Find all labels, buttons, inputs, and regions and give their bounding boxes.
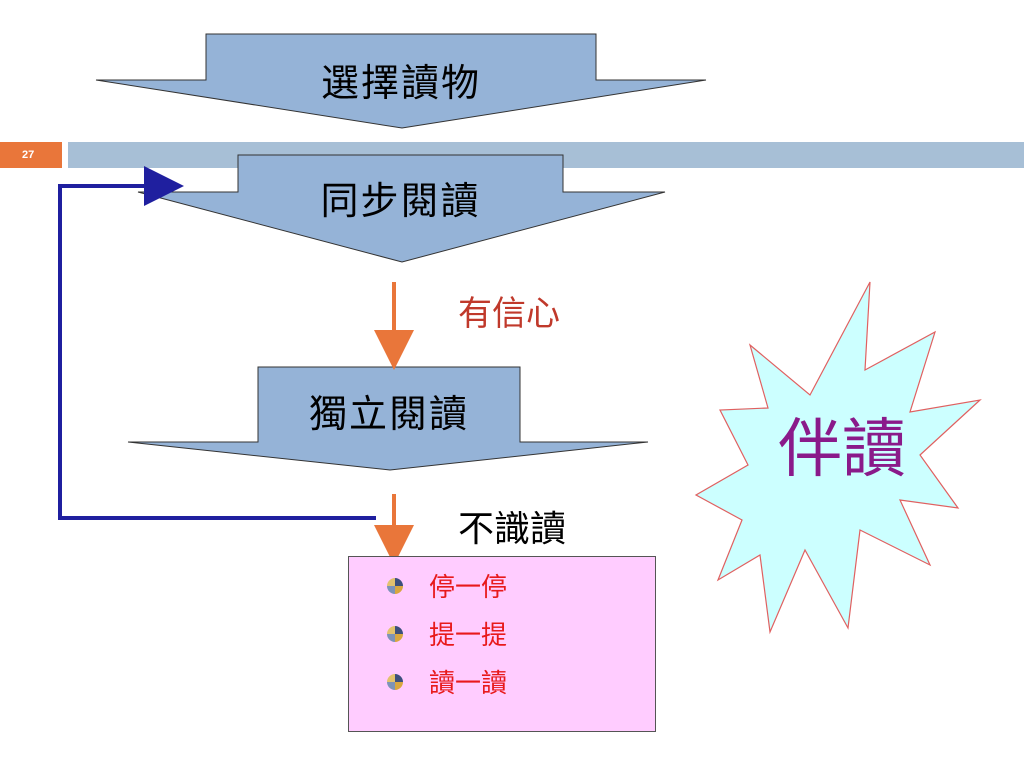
tip-label: 提一提 — [429, 621, 508, 651]
condition-confident: 有信心 — [458, 294, 560, 334]
burst-shape — [694, 281, 982, 635]
step-arrow-shared — [137, 154, 666, 263]
burst-label: 伴讀 — [778, 413, 906, 487]
step-label-shared: 同步閱讀 — [320, 179, 481, 223]
slide-number: 27 — [0, 142, 62, 168]
pie-bullet-icon — [387, 625, 403, 642]
tip-item: 讀一讀 — [387, 663, 507, 700]
loop-back-line — [58, 166, 376, 520]
step-arrow-independent — [127, 366, 649, 471]
tip-item: 停一停 — [387, 567, 507, 604]
step-label-independent: 獨立閱讀 — [308, 392, 469, 436]
pie-bullet-icon — [387, 673, 403, 690]
step-arrow-choose — [95, 33, 707, 129]
tip-label: 讀一讀 — [429, 669, 508, 699]
tips-box: 停一停 提一提 讀一讀 — [348, 556, 656, 732]
tip-item: 提一提 — [387, 615, 507, 652]
tip-label: 停一停 — [429, 573, 508, 603]
condition-unknown-words: 不識讀 — [458, 509, 567, 550]
step-label-choose: 選擇讀物 — [320, 61, 481, 105]
pie-bullet-icon — [387, 577, 403, 594]
